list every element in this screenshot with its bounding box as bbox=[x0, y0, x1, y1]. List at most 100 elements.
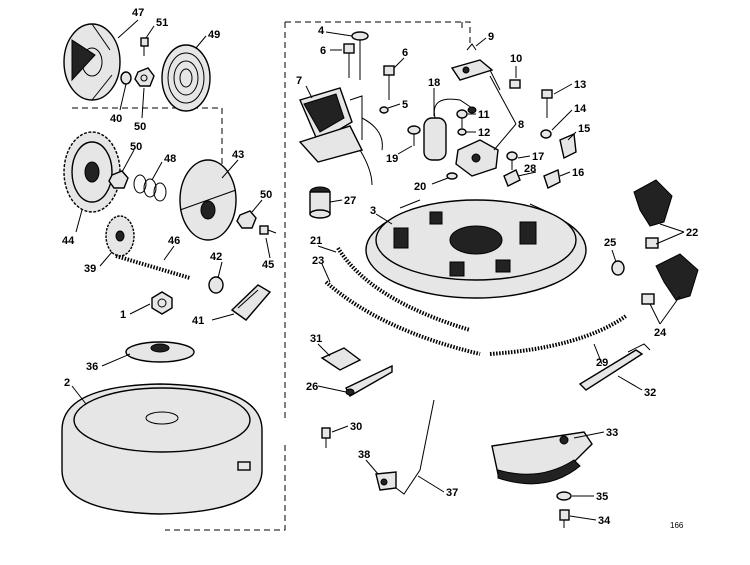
callout-33: 33 bbox=[606, 427, 618, 439]
callout-12: 12 bbox=[478, 127, 490, 139]
callout-11: 11 bbox=[478, 109, 490, 121]
screw-30 bbox=[321, 427, 331, 448]
ignition-coil bbox=[298, 87, 383, 186]
callout-18: 18 bbox=[428, 77, 440, 89]
screw-20 bbox=[446, 172, 458, 180]
callout-4: 4 bbox=[318, 25, 325, 37]
washer-12 bbox=[457, 128, 467, 136]
callout-29: 29 bbox=[596, 357, 608, 369]
callout-38: 38 bbox=[358, 449, 370, 461]
pawl-plate bbox=[179, 159, 237, 241]
nut-50-top bbox=[134, 67, 155, 87]
grommet-25 bbox=[611, 260, 625, 276]
callout-13: 13 bbox=[574, 79, 586, 91]
callout-31: 31 bbox=[310, 333, 322, 345]
block-10 bbox=[509, 79, 521, 89]
screw-19 bbox=[407, 125, 421, 146]
clamp-31 bbox=[320, 347, 362, 371]
starter-rope bbox=[115, 254, 191, 280]
points-plate bbox=[455, 139, 499, 177]
callout-19: 19 bbox=[386, 153, 398, 165]
flywheel-nut bbox=[151, 291, 173, 315]
callout-24: 24 bbox=[654, 327, 667, 339]
flywheel bbox=[61, 383, 263, 515]
bolt-4 bbox=[351, 31, 369, 80]
callout-6-b: 6 bbox=[402, 47, 408, 59]
callout-15: 15 bbox=[578, 123, 590, 135]
leader-lines bbox=[71, 19, 685, 521]
cam-27 bbox=[309, 186, 331, 219]
callout-51: 51 bbox=[156, 17, 168, 29]
screw-34 bbox=[559, 509, 570, 528]
clip-28 bbox=[503, 169, 521, 187]
callout-50-b: 50 bbox=[130, 141, 142, 153]
callout-36: 36 bbox=[86, 361, 98, 373]
callout-23: 23 bbox=[312, 255, 324, 267]
callout-39: 39 bbox=[84, 263, 96, 275]
callout-28: 28 bbox=[524, 163, 536, 175]
callout-1: 1 bbox=[120, 309, 126, 321]
clip-15 bbox=[559, 132, 577, 160]
bolt-6-right bbox=[383, 65, 395, 100]
starter-handle bbox=[230, 284, 272, 321]
strip-21 bbox=[336, 246, 471, 332]
callout-20: 20 bbox=[414, 181, 426, 193]
callout-46: 46 bbox=[168, 235, 180, 247]
washer-35 bbox=[556, 491, 572, 501]
strip-23 bbox=[324, 280, 481, 356]
springs-48 bbox=[133, 174, 167, 202]
rewind-spring bbox=[161, 44, 211, 112]
callout-32: 32 bbox=[644, 387, 656, 399]
callout-43: 43 bbox=[232, 149, 244, 161]
callout-47: 47 bbox=[132, 7, 144, 19]
callout-7: 7 bbox=[296, 75, 302, 87]
callout-8: 8 bbox=[518, 119, 524, 131]
callout-10: 10 bbox=[510, 53, 522, 65]
callout-50-a: 50 bbox=[134, 121, 146, 133]
callout-41: 41 bbox=[192, 315, 204, 327]
callout-34: 34 bbox=[598, 515, 611, 527]
callout-25: 25 bbox=[604, 237, 616, 249]
washer-5 bbox=[379, 106, 389, 114]
dashed-group-lines bbox=[72, 21, 471, 531]
callout-37: 37 bbox=[446, 487, 458, 499]
rod-37 bbox=[395, 399, 435, 495]
screw-45 bbox=[259, 225, 277, 235]
washer-14 bbox=[540, 129, 552, 139]
callout-5: 5 bbox=[402, 99, 408, 111]
condenser bbox=[423, 98, 477, 161]
callout-17: 17 bbox=[532, 151, 544, 163]
cup-36 bbox=[125, 341, 195, 363]
nut-50-right bbox=[236, 210, 257, 229]
screw-11 bbox=[456, 109, 468, 128]
callout-6-a: 6 bbox=[320, 45, 326, 57]
callout-35: 35 bbox=[596, 491, 608, 503]
spark-plug-boot-upper bbox=[633, 179, 673, 249]
callout-44: 44 bbox=[62, 235, 75, 247]
callout-40: 40 bbox=[110, 113, 122, 125]
callout-45: 45 bbox=[262, 259, 274, 271]
washer-40 bbox=[120, 71, 132, 85]
callout-50-c: 50 bbox=[260, 189, 272, 201]
callout-labels: 47 51 49 40 50 50 48 43 44 50 39 46 45 4… bbox=[62, 7, 698, 530]
callout-30: 30 bbox=[350, 421, 362, 433]
callout-42: 42 bbox=[210, 251, 222, 263]
ring-gear-hub bbox=[63, 131, 121, 213]
callout-26: 26 bbox=[306, 381, 318, 393]
callout-27: 27 bbox=[344, 195, 356, 207]
callout-14: 14 bbox=[574, 103, 587, 115]
screw-17 bbox=[506, 151, 518, 170]
figure-reference-number: 166 bbox=[670, 521, 684, 530]
clip-38 bbox=[375, 471, 397, 491]
link-32 bbox=[578, 343, 651, 391]
bushing-42 bbox=[208, 276, 224, 294]
screw-13 bbox=[541, 89, 553, 118]
bracket-26 bbox=[345, 364, 393, 397]
armature-plate bbox=[365, 199, 587, 299]
strip-29 bbox=[489, 314, 628, 356]
callout-2: 2 bbox=[64, 377, 70, 389]
spark-plug-boot-lower bbox=[641, 253, 699, 305]
throttle-cam bbox=[491, 431, 593, 485]
screw-51 bbox=[140, 37, 149, 56]
callout-48: 48 bbox=[164, 153, 176, 165]
